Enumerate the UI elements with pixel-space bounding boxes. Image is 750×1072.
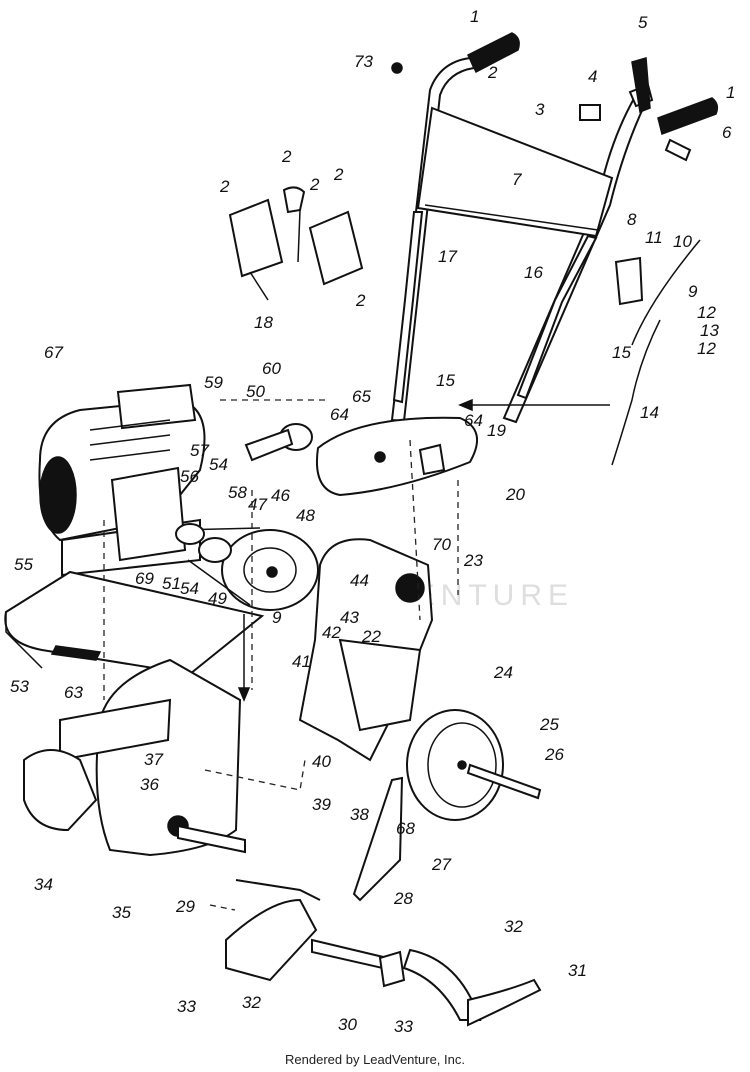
part-label: 65 xyxy=(352,387,371,406)
part-label: 7 xyxy=(512,170,522,189)
part-label: 17 xyxy=(438,247,457,266)
part-label: 32 xyxy=(242,993,261,1012)
part-label: 25 xyxy=(539,715,559,734)
engine xyxy=(38,383,206,577)
part-label: 26 xyxy=(544,745,564,764)
depth-stake xyxy=(352,776,404,902)
part-label: 67 xyxy=(44,343,63,362)
part-label: 34 xyxy=(34,875,53,894)
part-label: 32 xyxy=(504,917,523,936)
part-label: 49 xyxy=(208,589,227,608)
part-label: 36 xyxy=(140,775,159,794)
part-label: 31 xyxy=(568,961,587,980)
part-label: 2 xyxy=(309,175,320,194)
assembly-guides xyxy=(103,398,610,911)
part-label: 59 xyxy=(204,373,223,392)
part-labels: 1 1 2 2 2 2 2 2 3 4 5 6 7 8 9 9 10 11 12… xyxy=(10,7,735,1036)
part-label: 60 xyxy=(262,359,281,378)
footer-credit: Rendered by LeadVenture, Inc. xyxy=(285,1052,465,1067)
part-label: 8 xyxy=(627,210,637,229)
part-label: 46 xyxy=(271,486,290,505)
part-label: 69 xyxy=(135,569,154,588)
transmission-housing xyxy=(59,658,246,857)
part-label: 22 xyxy=(361,627,381,646)
part-label: 63 xyxy=(64,683,83,702)
part-label: 1 xyxy=(470,7,479,26)
part-label: 57 xyxy=(190,441,209,460)
tines xyxy=(23,749,542,1027)
part-label: 2 xyxy=(333,165,344,184)
part-label: 50 xyxy=(246,382,265,401)
part-label: 56 xyxy=(180,467,199,486)
part-label: 28 xyxy=(393,889,413,908)
part-label: 70 xyxy=(432,535,451,554)
part-label: 14 xyxy=(640,403,659,422)
part-label: 35 xyxy=(112,903,131,922)
part-label: 54 xyxy=(180,579,199,598)
part-label: 48 xyxy=(296,506,315,525)
wheel xyxy=(406,709,542,821)
part-label: 15 xyxy=(436,371,455,390)
part-label: 12 xyxy=(697,339,716,358)
part-label: 51 xyxy=(162,574,181,593)
clutch-inset xyxy=(228,186,364,301)
part-label: 2 xyxy=(281,147,292,166)
part-label: 10 xyxy=(673,232,692,251)
part-label: 2 xyxy=(487,63,498,82)
part-label: 20 xyxy=(505,485,525,504)
part-label: 64 xyxy=(330,405,349,424)
part-label: 73 xyxy=(354,52,373,71)
part-label: 43 xyxy=(340,608,359,627)
part-label: 18 xyxy=(254,313,273,332)
part-label: 33 xyxy=(177,997,196,1016)
part-label: 33 xyxy=(394,1017,413,1036)
part-label: 24 xyxy=(493,663,513,682)
part-label: 6 xyxy=(722,123,732,142)
part-label: 40 xyxy=(312,752,331,771)
part-label: 4 xyxy=(588,67,597,86)
part-label: 44 xyxy=(350,571,369,590)
lower-plate xyxy=(4,570,265,676)
part-label: 39 xyxy=(312,795,331,814)
part-label: 2 xyxy=(219,177,230,196)
part-label: 29 xyxy=(175,897,195,916)
part-label: 42 xyxy=(322,623,341,642)
part-label: 58 xyxy=(228,483,247,502)
part-label: 11 xyxy=(645,228,663,247)
part-label: 3 xyxy=(535,100,545,119)
part-label: 54 xyxy=(209,455,228,474)
part-label: 9 xyxy=(272,608,282,627)
part-label: 15 xyxy=(612,343,631,362)
part-label: 2 xyxy=(355,291,366,310)
part-label: 9 xyxy=(688,282,698,301)
part-label: 41 xyxy=(292,652,311,671)
part-label: 23 xyxy=(463,551,483,570)
part-label: 68 xyxy=(396,819,415,838)
part-label: 38 xyxy=(350,805,369,824)
frame xyxy=(298,538,434,762)
part-label: 16 xyxy=(524,263,543,282)
belt-drive xyxy=(175,423,319,611)
part-label: 5 xyxy=(638,13,648,32)
part-label: 55 xyxy=(14,555,33,574)
part-label: 30 xyxy=(338,1015,357,1034)
part-label: 1 xyxy=(726,83,735,102)
part-label: 53 xyxy=(10,677,29,696)
handle-assembly xyxy=(390,32,719,466)
part-label: 37 xyxy=(144,750,163,769)
part-label: 27 xyxy=(431,855,451,874)
part-label: 13 xyxy=(700,321,719,340)
part-label: 64 xyxy=(464,411,483,430)
belt-guard xyxy=(316,416,479,497)
part-label: 47 xyxy=(248,495,267,514)
part-label: 19 xyxy=(487,421,506,440)
part-label: 12 xyxy=(697,303,716,322)
